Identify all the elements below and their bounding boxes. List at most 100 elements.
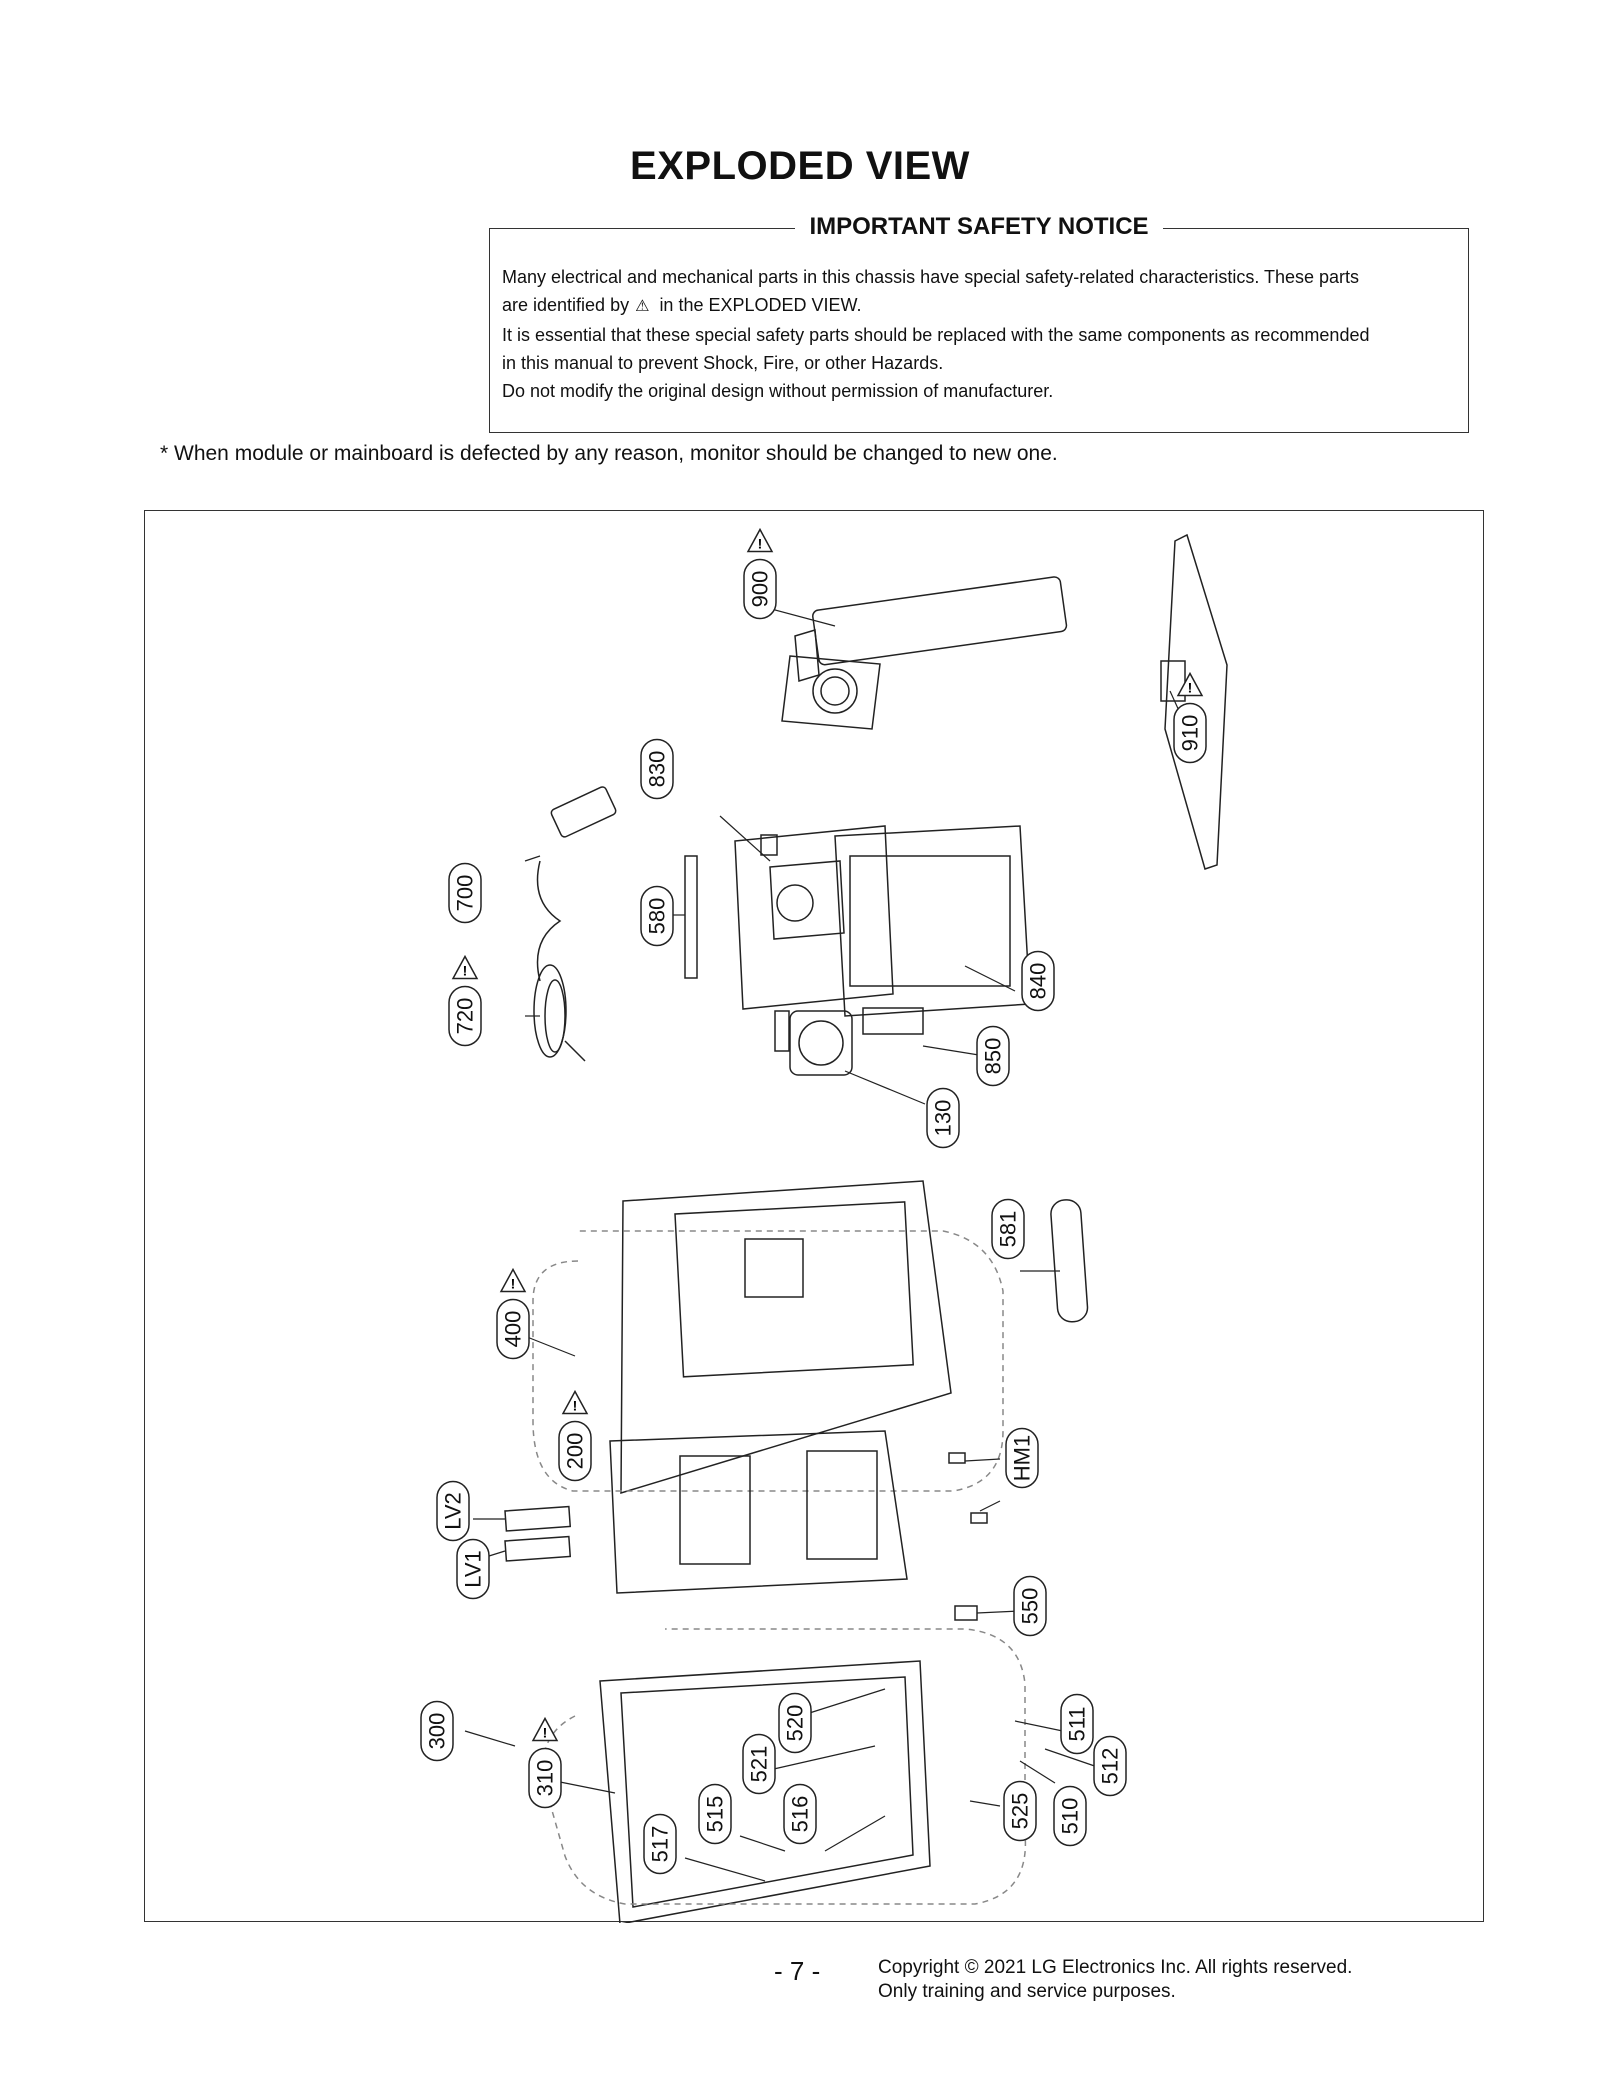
callout-label: 516 bbox=[788, 1796, 813, 1833]
callout-label: 511 bbox=[1065, 1706, 1090, 1741]
callout-bubble bbox=[698, 1783, 732, 1845]
callout-HM1: HM1 bbox=[1005, 1427, 1039, 1489]
module-replacement-remark: * When module or mainboard is defected b… bbox=[160, 442, 1058, 465]
fan-drawing bbox=[789, 1010, 853, 1076]
callout-label: 400 bbox=[501, 1311, 526, 1348]
power-cord-drawing bbox=[533, 964, 586, 1062]
callout-label: LV1 bbox=[461, 1550, 486, 1588]
callout-bubble bbox=[926, 1087, 960, 1149]
callout-510: 510 bbox=[1053, 1785, 1087, 1847]
notice-line: It is essential that these special safet… bbox=[502, 325, 1370, 345]
callout-720: 720! bbox=[448, 954, 482, 1047]
svg-text:!: ! bbox=[573, 1398, 578, 1414]
callout-bubble bbox=[456, 1538, 490, 1600]
safety-warning-icon: ! bbox=[1176, 671, 1204, 697]
callout-200: 200! bbox=[558, 1389, 592, 1482]
lv-cables-drawing bbox=[504, 1505, 572, 1562]
callout-bubble bbox=[436, 1480, 470, 1542]
callout-label: 520 bbox=[783, 1705, 808, 1742]
callout-bubble bbox=[1173, 702, 1207, 764]
main-board-shield-drawing bbox=[734, 825, 894, 1052]
callout-400: 400! bbox=[496, 1267, 530, 1360]
callout-520: 520 bbox=[778, 1692, 812, 1754]
notice-line: Many electrical and mechanical parts in … bbox=[502, 267, 1360, 287]
stand-body-drawing bbox=[781, 576, 1068, 730]
callout-550: 550 bbox=[1013, 1575, 1047, 1637]
callout-bubble bbox=[643, 1813, 677, 1875]
callout-label: 517 bbox=[648, 1826, 673, 1863]
callout-bubble bbox=[1093, 1735, 1127, 1797]
svg-text:!: ! bbox=[543, 1725, 548, 1741]
panel-module-drawing bbox=[609, 1430, 908, 1594]
callout-label: HM1 bbox=[1010, 1435, 1035, 1481]
connector-drawing bbox=[862, 1007, 924, 1035]
callout-LV2: LV2 bbox=[436, 1480, 470, 1542]
callout-label: 550 bbox=[1018, 1588, 1043, 1625]
callout-LV1: LV1 bbox=[456, 1538, 490, 1600]
callout-bubble bbox=[640, 885, 674, 947]
cover-strip-drawing bbox=[1050, 1199, 1089, 1323]
stand-base-drawing bbox=[1160, 533, 1228, 870]
callout-bubble bbox=[1021, 950, 1055, 1012]
callout-130: 130 bbox=[926, 1087, 960, 1149]
svg-text:!: ! bbox=[463, 963, 468, 979]
callout-label: 840 bbox=[1026, 963, 1051, 1000]
hm1-part-drawing bbox=[948, 1452, 988, 1524]
callout-bubble bbox=[783, 1783, 817, 1845]
callout-label: 700 bbox=[453, 875, 478, 912]
safety-warning-icon: ! bbox=[746, 527, 774, 553]
callout-labels: 900!910!830700580720!840850130581400!200… bbox=[420, 527, 1207, 1875]
callout-bubble bbox=[1013, 1575, 1047, 1637]
callout-bubble bbox=[1060, 1693, 1094, 1755]
callout-bubble bbox=[991, 1198, 1025, 1260]
callout-840: 840 bbox=[1021, 950, 1055, 1012]
callout-label: 300 bbox=[425, 1713, 450, 1750]
callout-label: 130 bbox=[931, 1100, 956, 1137]
callout-bubble bbox=[496, 1298, 530, 1360]
callout-label: 581 bbox=[996, 1211, 1021, 1248]
callout-bubble bbox=[976, 1025, 1010, 1087]
callout-label: 200 bbox=[563, 1433, 588, 1470]
safety-notice-box: IMPORTANT SAFETY NOTICE Many electrical … bbox=[489, 213, 1469, 433]
callout-bubble bbox=[1005, 1427, 1039, 1489]
callout-label: 515 bbox=[703, 1796, 728, 1833]
callout-511: 511 bbox=[1060, 1693, 1094, 1755]
callout-515: 515 bbox=[698, 1783, 732, 1845]
notice-line: are identified by bbox=[502, 295, 630, 315]
callout-label: 830 bbox=[645, 751, 670, 788]
callout-label: 510 bbox=[1058, 1798, 1083, 1835]
callout-521: 521 bbox=[742, 1733, 776, 1795]
callout-label: 521 bbox=[747, 1746, 772, 1783]
callout-label: 525 bbox=[1008, 1793, 1033, 1830]
callout-581: 581 bbox=[991, 1198, 1025, 1260]
callout-310: 310! bbox=[528, 1716, 562, 1809]
exploded-view-drawing bbox=[464, 533, 1228, 1923]
callout-label: 512 bbox=[1098, 1748, 1123, 1785]
notice-line: in the EXPLODED VIEW. bbox=[659, 295, 862, 315]
callout-bubble bbox=[1053, 1785, 1087, 1847]
callout-700: 700 bbox=[448, 862, 482, 924]
callout-label: 910 bbox=[1178, 715, 1203, 752]
callout-bubble bbox=[743, 558, 777, 620]
svg-text:!: ! bbox=[511, 1276, 516, 1292]
callout-label: 900 bbox=[748, 571, 773, 608]
callout-label: 720 bbox=[453, 998, 478, 1035]
safety-warning-icon: ! bbox=[561, 1389, 589, 1415]
copyright-line: Copyright © 2021 LG Electronics Inc. All… bbox=[878, 1957, 1353, 1978]
callout-850: 850 bbox=[976, 1025, 1010, 1087]
notice-line: Do not modify the original design withou… bbox=[502, 381, 1054, 401]
callout-300: 300 bbox=[420, 1700, 454, 1762]
callout-bubble bbox=[742, 1733, 776, 1795]
warning-triangle-icon: ⚠ bbox=[635, 298, 650, 315]
callout-512: 512 bbox=[1093, 1735, 1127, 1797]
back-cover-drawing bbox=[532, 1180, 1004, 1495]
callout-bubble bbox=[528, 1747, 562, 1809]
safety-notice-heading: IMPORTANT SAFETY NOTICE bbox=[795, 213, 1163, 240]
bracket-strip-drawing bbox=[684, 855, 698, 979]
callout-517: 517 bbox=[643, 1813, 677, 1875]
callout-516: 516 bbox=[783, 1783, 817, 1845]
callout-label: 580 bbox=[645, 898, 670, 935]
callout-label: 310 bbox=[533, 1760, 558, 1797]
page-title: EXPLODED VIEW bbox=[630, 144, 970, 188]
